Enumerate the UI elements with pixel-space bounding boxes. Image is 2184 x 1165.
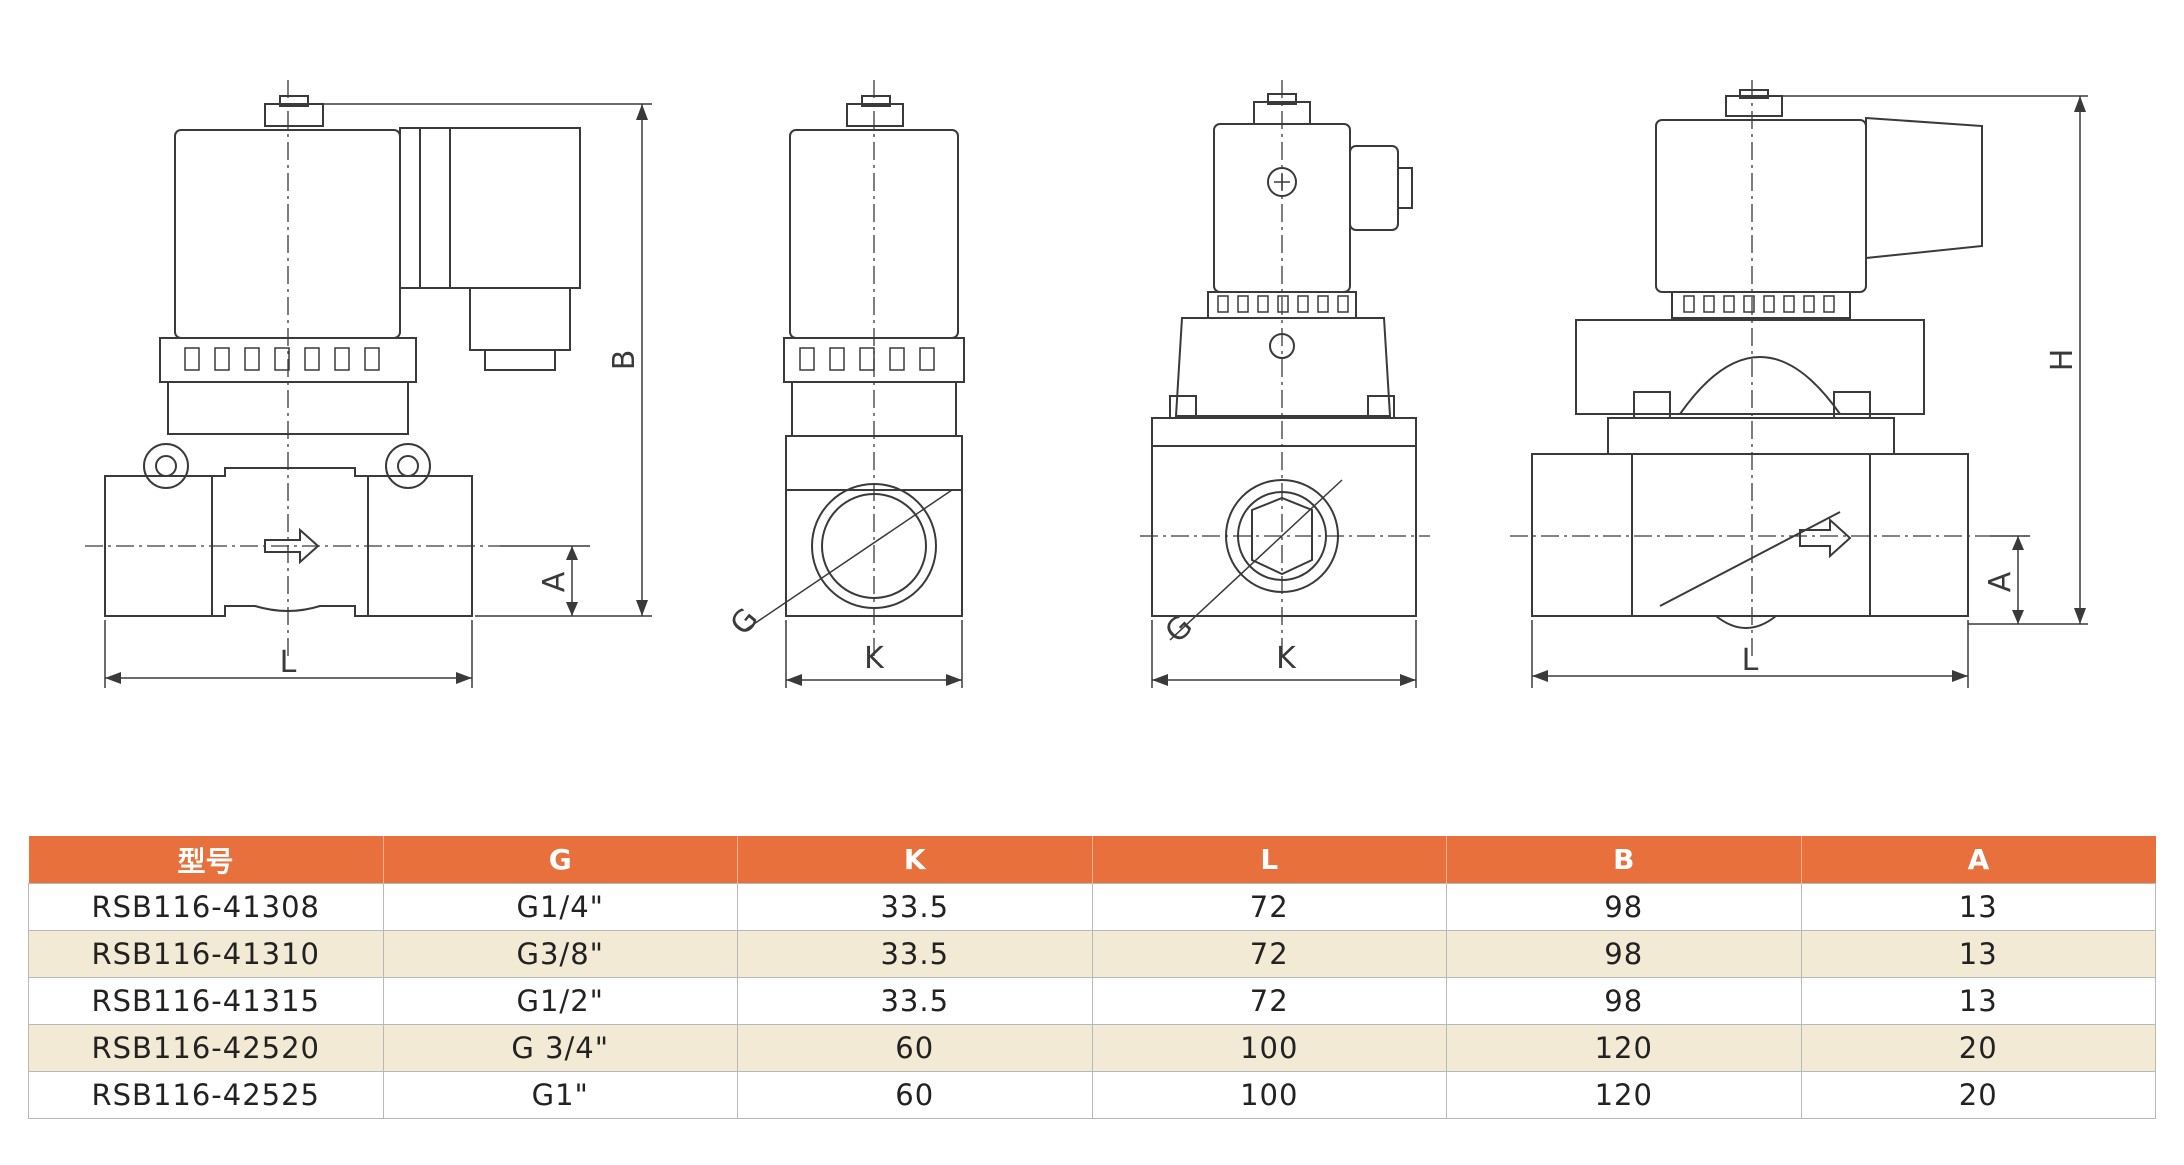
- view-side: G K: [724, 80, 965, 688]
- table-row: RSB116-42525 G1" 60 100 120 20: [28, 1071, 2156, 1119]
- cell-a: 13: [1800, 977, 2156, 1025]
- view-rear: H A L: [1510, 80, 2088, 688]
- cell-l: 72: [1091, 930, 1447, 978]
- cell-g: G1/2": [382, 977, 738, 1025]
- cell-k: 60: [737, 1071, 1093, 1119]
- col-header-g: G: [382, 836, 738, 884]
- cell-model: RSB116-42525: [28, 1071, 384, 1119]
- cell-model: RSB116-41315: [28, 977, 384, 1025]
- cell-model: RSB116-41310: [28, 930, 384, 978]
- dim-label-g: G: [1159, 609, 1200, 650]
- cell-g: G1": [382, 1071, 738, 1119]
- cell-k: 33.5: [737, 977, 1093, 1025]
- cell-a: 20: [1800, 1024, 2156, 1072]
- cell-b: 98: [1446, 930, 1802, 978]
- cell-model: RSB116-42520: [28, 1024, 384, 1072]
- cell-model: RSB116-41308: [28, 883, 384, 931]
- spec-table-container: 型号 G K L B A RSB116-41308 G1/4" 33.5 72 …: [28, 836, 2156, 1119]
- cell-g: G1/4": [382, 883, 738, 931]
- table-row: RSB116-41310 G3/8" 33.5 72 98 13: [28, 930, 2156, 978]
- dim-label-b: B: [607, 350, 642, 371]
- spec-table: 型号 G K L B A RSB116-41308 G1/4" 33.5 72 …: [28, 836, 2156, 1119]
- cell-g: G3/8": [382, 930, 738, 978]
- col-header-k: K: [737, 836, 1092, 884]
- col-header-model: 型号: [28, 836, 383, 884]
- table-row: RSB116-41308 G1/4" 33.5 72 98 13: [28, 883, 2156, 931]
- view-front: B A L: [85, 80, 652, 688]
- cell-b: 120: [1446, 1071, 1802, 1119]
- cell-l: 100: [1091, 1071, 1447, 1119]
- view-end: G K: [1140, 80, 1430, 688]
- cell-k: 60: [737, 1024, 1093, 1072]
- header-row: 型号 G K L B A: [28, 836, 2156, 884]
- dim-label-k: K: [864, 641, 885, 676]
- table-row: RSB116-41315 G1/2" 33.5 72 98 13: [28, 977, 2156, 1025]
- dim-label-a: A: [537, 571, 572, 592]
- dim-label-k: K: [1276, 641, 1297, 676]
- col-header-a: A: [1800, 836, 2156, 884]
- cell-a: 20: [1800, 1071, 2156, 1119]
- dim-label-l: L: [280, 645, 297, 680]
- cell-b: 98: [1446, 883, 1802, 931]
- cell-l: 100: [1091, 1024, 1447, 1072]
- cell-k: 33.5: [737, 883, 1093, 931]
- cell-l: 72: [1091, 977, 1447, 1025]
- dim-label-g: G: [724, 602, 766, 642]
- cell-g: G 3/4": [382, 1024, 738, 1072]
- cell-a: 13: [1800, 930, 2156, 978]
- cell-b: 120: [1446, 1024, 1802, 1072]
- spec-table-body: RSB116-41308 G1/4" 33.5 72 98 13 RSB116-…: [28, 883, 2156, 1119]
- cell-a: 13: [1800, 883, 2156, 931]
- technical-drawings: B A L G K: [85, 80, 2088, 688]
- cell-b: 98: [1446, 977, 1802, 1025]
- dim-label-h: H: [2045, 349, 2080, 372]
- dim-label-a: A: [1983, 571, 2018, 592]
- drawing-canvas: B A L G K: [85, 80, 2088, 688]
- col-header-b: B: [1446, 836, 1801, 884]
- cell-k: 33.5: [737, 930, 1093, 978]
- dim-label-l: L: [1742, 643, 1759, 678]
- table-row: RSB116-42520 G 3/4" 60 100 120 20: [28, 1024, 2156, 1072]
- cell-l: 72: [1091, 883, 1447, 931]
- col-header-l: L: [1091, 836, 1447, 884]
- spec-table-header: 型号 G K L B A: [28, 836, 2156, 884]
